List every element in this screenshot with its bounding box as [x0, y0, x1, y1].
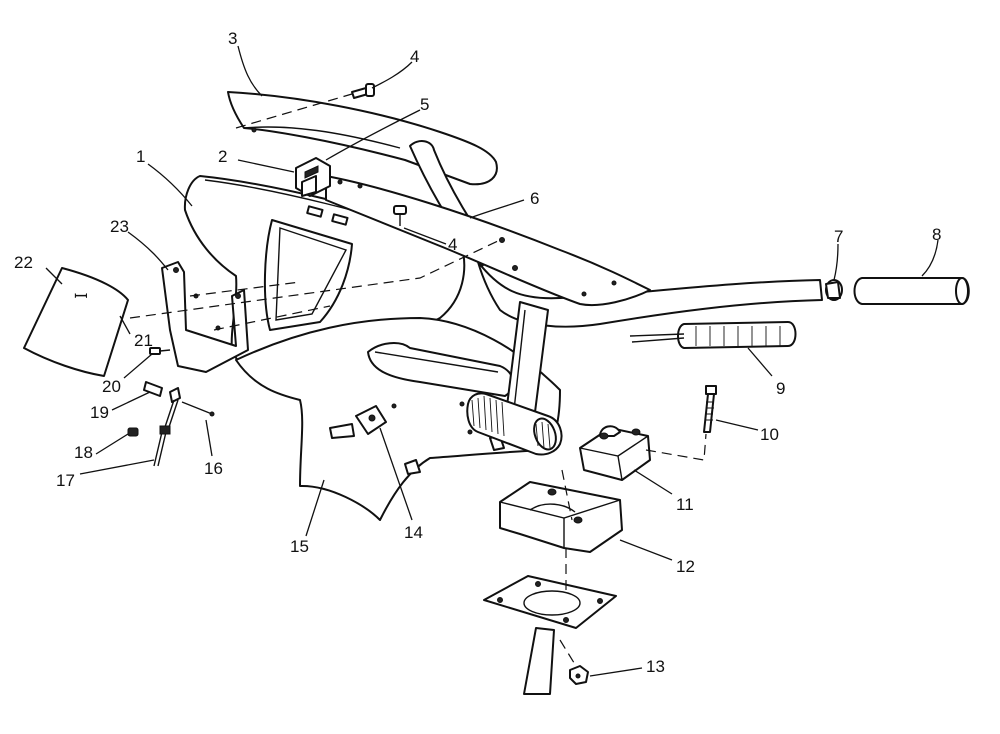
pin-19-part: [143, 381, 163, 397]
screw-20-part: [149, 347, 171, 355]
callout-19: 19: [90, 403, 109, 422]
callout-14: 14: [404, 523, 423, 542]
callout-7: 7: [834, 227, 843, 246]
callout-1: 1: [136, 147, 145, 166]
callout-4-middle: 4: [448, 235, 457, 254]
callout-21: 21: [134, 331, 153, 350]
callout-9: 9: [776, 379, 785, 398]
screw-upper-part: [351, 83, 375, 99]
callout-18: 18: [74, 443, 93, 462]
callout-4-upper: 4: [410, 47, 419, 66]
callout-5: 5: [420, 95, 429, 114]
callout-3: 3: [228, 29, 237, 48]
switch-part: [295, 157, 331, 197]
nut-part: [569, 665, 589, 685]
nut-18-part: [127, 427, 139, 437]
callout-8: 8: [932, 225, 941, 244]
callout-20: 20: [102, 377, 121, 396]
bracket-part: [329, 405, 387, 439]
callout-13: 13: [646, 657, 665, 676]
headlight-cover-part: [227, 91, 498, 186]
callout-17: 17: [56, 471, 75, 490]
lower-dash-panel-part: [235, 317, 561, 521]
callout-12: 12: [676, 557, 695, 576]
callout-15: 15: [290, 537, 309, 556]
handlebar-part: [409, 140, 823, 456]
upper-clamp-part: [579, 425, 651, 481]
callout-16: 16: [204, 459, 223, 478]
cable-17-part: [153, 387, 181, 467]
decal-plate-part: ꟷ: [23, 267, 129, 377]
right-grip-part: [853, 277, 970, 305]
screw-middle-part: [393, 205, 407, 226]
clamp-bolt-part: [703, 385, 717, 433]
mounting-bracket-part: [161, 261, 249, 373]
callout-22: 22: [14, 253, 33, 272]
callout-11: 11: [676, 495, 694, 514]
callout-10: 10: [760, 425, 779, 444]
callout-numbers: 3 4 5 1 2 6 4 7 8 9 10 11 12 13 14 15 16…: [14, 29, 941, 676]
leader-lines: [45, 45, 939, 677]
lower-clamp-part: [499, 481, 623, 553]
bar-end-plug-part: [825, 279, 843, 301]
callout-6: 6: [530, 189, 539, 208]
assembly-lines: [129, 93, 707, 667]
steering-post-plate-part: [483, 575, 617, 695]
callout-23: 23: [110, 217, 129, 236]
screw-16-part: [181, 401, 215, 417]
heated-grip-part: [629, 321, 797, 349]
decal-text: ꟷ: [74, 287, 88, 306]
callout-2: 2: [218, 147, 227, 166]
